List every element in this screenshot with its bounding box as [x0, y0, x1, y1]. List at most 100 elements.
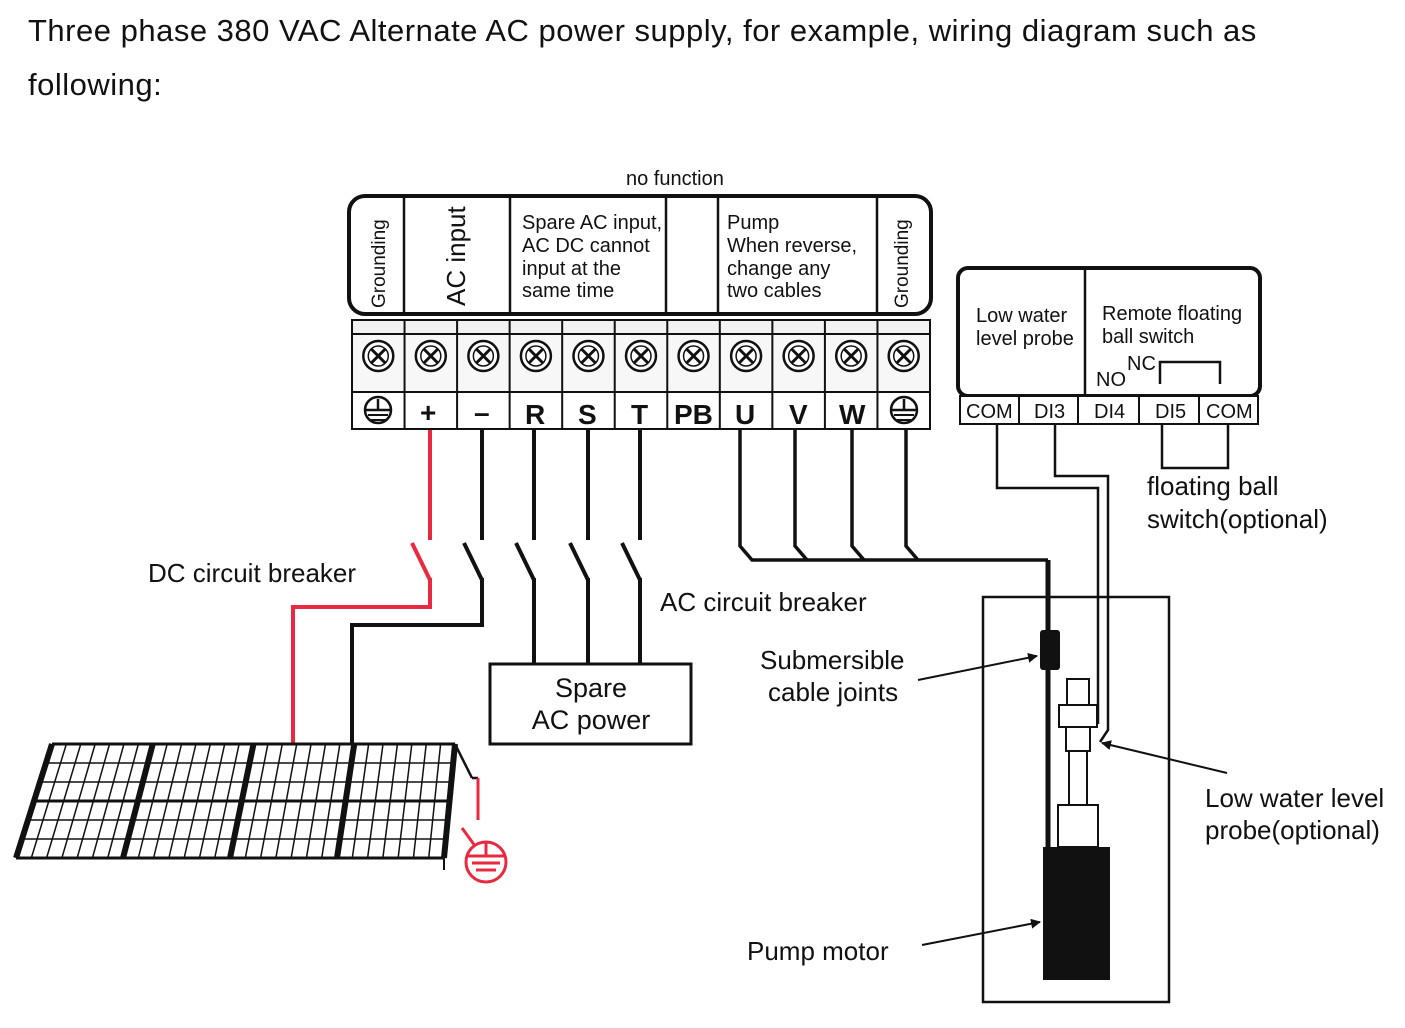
screw-ring — [892, 345, 915, 367]
spare-ac-line: same time — [522, 280, 614, 302]
dc-breaker-label: DC circuit breaker — [148, 558, 356, 588]
panel-cell-line — [198, 743, 226, 859]
panel-ground-icon — [460, 778, 508, 884]
panel-cell-line — [397, 743, 413, 859]
contact-nc-label: NC — [1127, 353, 1156, 375]
terminal-minus: – — [474, 397, 490, 428]
spare-ac-power-label: AC power — [532, 705, 651, 735]
pump-line: change any — [727, 258, 830, 280]
panel-cell-line — [244, 743, 269, 859]
screw-ring — [735, 345, 757, 367]
panel-cell-line — [168, 743, 197, 859]
panel-cell-line — [137, 743, 168, 859]
terminal-u: U — [735, 399, 755, 430]
cable-joint-icon — [1040, 630, 1060, 670]
panel-cell-line — [290, 743, 312, 859]
screw-slot — [738, 347, 755, 365]
spare-ac-line: AC DC cannot — [522, 235, 650, 257]
pump-header: Pump When reverse, change any two cables — [727, 212, 857, 302]
panel-cell-line — [76, 743, 111, 859]
spare-ac-power-box — [488, 662, 693, 746]
screw-slot — [632, 347, 650, 365]
floating-switch-connector — [1160, 424, 1230, 470]
grounding-left-label: Grounding — [369, 219, 390, 308]
solar-panel-array — [13, 742, 478, 870]
ground-terminal-icon — [889, 395, 919, 425]
screw-slot — [685, 347, 702, 365]
screw-ring — [367, 345, 390, 367]
screw-slot — [422, 347, 439, 365]
panel-frame — [120, 743, 156, 859]
ac-input-wires — [514, 430, 642, 664]
terminal-header-dividers — [402, 198, 879, 312]
screw-slot — [580, 347, 597, 365]
panel-stand — [453, 743, 474, 779]
low-probe-pointer — [1101, 740, 1228, 774]
panel-cell-line — [106, 743, 140, 859]
probe-wires — [995, 424, 1110, 743]
io-terminal-di4: DI4 — [1094, 401, 1125, 423]
panel-cell-line — [61, 743, 96, 859]
panel-frame — [441, 743, 458, 859]
screw-ring — [682, 345, 705, 367]
screw-ring — [840, 345, 862, 367]
pump-icon — [1043, 678, 1110, 980]
screw-slot — [527, 347, 544, 365]
floating-switch-label: floating ball — [1147, 471, 1279, 501]
panel-frame — [13, 743, 55, 859]
ground-terminal-icon — [363, 395, 393, 425]
io-terminal-com2: COM — [1206, 401, 1253, 423]
terminal-screws — [362, 320, 920, 429]
no-function-label: no function — [626, 168, 724, 190]
panel-cell-line — [275, 743, 298, 859]
cable-joints-label: Submersible — [760, 645, 905, 675]
nc-contact-bracket — [1158, 360, 1222, 384]
screw-ring — [420, 345, 442, 367]
spare-ac-power-label: Spare — [555, 673, 627, 703]
floating-switch-label: switch(optional) — [1147, 504, 1328, 534]
screw-slot — [790, 347, 807, 365]
panel-cell-line — [412, 743, 427, 859]
grounding-right-label: Grounding — [892, 219, 913, 308]
page-title: Three phase 380 VAC Alternate AC power s… — [28, 13, 1257, 102]
spare-ac-line: input at the — [522, 258, 621, 280]
io-terminal-com: COM — [966, 401, 1013, 423]
io-terminal-strip — [959, 395, 1259, 425]
screw-ring — [525, 345, 547, 367]
screw-slot — [843, 347, 860, 365]
terminal-w: W — [839, 399, 866, 430]
low-water-header-line: Low water — [976, 305, 1067, 327]
ac-breaker-label: AC circuit breaker — [660, 587, 867, 617]
terminal-header-box — [347, 194, 933, 316]
pump-line: Pump — [727, 212, 779, 234]
screw-ring — [630, 345, 652, 367]
spare-ac-line: Spare AC input, — [522, 212, 662, 234]
pump-line: two cables — [727, 280, 822, 302]
screw-ring — [577, 345, 600, 367]
screw-ring — [787, 345, 810, 367]
panel-cell-line — [382, 743, 399, 859]
low-probe-label: probe(optional) — [1205, 815, 1380, 845]
terminal-t: T — [631, 399, 648, 430]
panel-cell-line — [427, 743, 442, 859]
screw-slot — [370, 347, 387, 365]
contact-no-label: NO — [1096, 369, 1126, 391]
io-terminal-di3: DI3 — [1034, 401, 1065, 423]
pump-line: When reverse, — [727, 235, 857, 257]
panel-cell-line — [183, 743, 212, 859]
well — [981, 595, 1171, 1004]
low-probe-label: Low water level — [1205, 783, 1384, 813]
screw-ring — [472, 345, 495, 367]
pump-cable-bundle — [738, 430, 1051, 850]
panel-frame — [227, 743, 257, 859]
terminal-pb: PB — [674, 399, 713, 430]
panel-frame — [334, 743, 358, 859]
io-terminal-di5: DI5 — [1155, 401, 1186, 423]
cable-joints-label: cable joints — [768, 677, 898, 707]
panel-cell-line — [152, 743, 183, 859]
low-water-header-line: level probe — [976, 328, 1074, 350]
pump-motor-label: Pump motor — [747, 936, 889, 966]
ac-input-label: AC input — [441, 206, 471, 306]
terminal-v: V — [789, 399, 808, 430]
